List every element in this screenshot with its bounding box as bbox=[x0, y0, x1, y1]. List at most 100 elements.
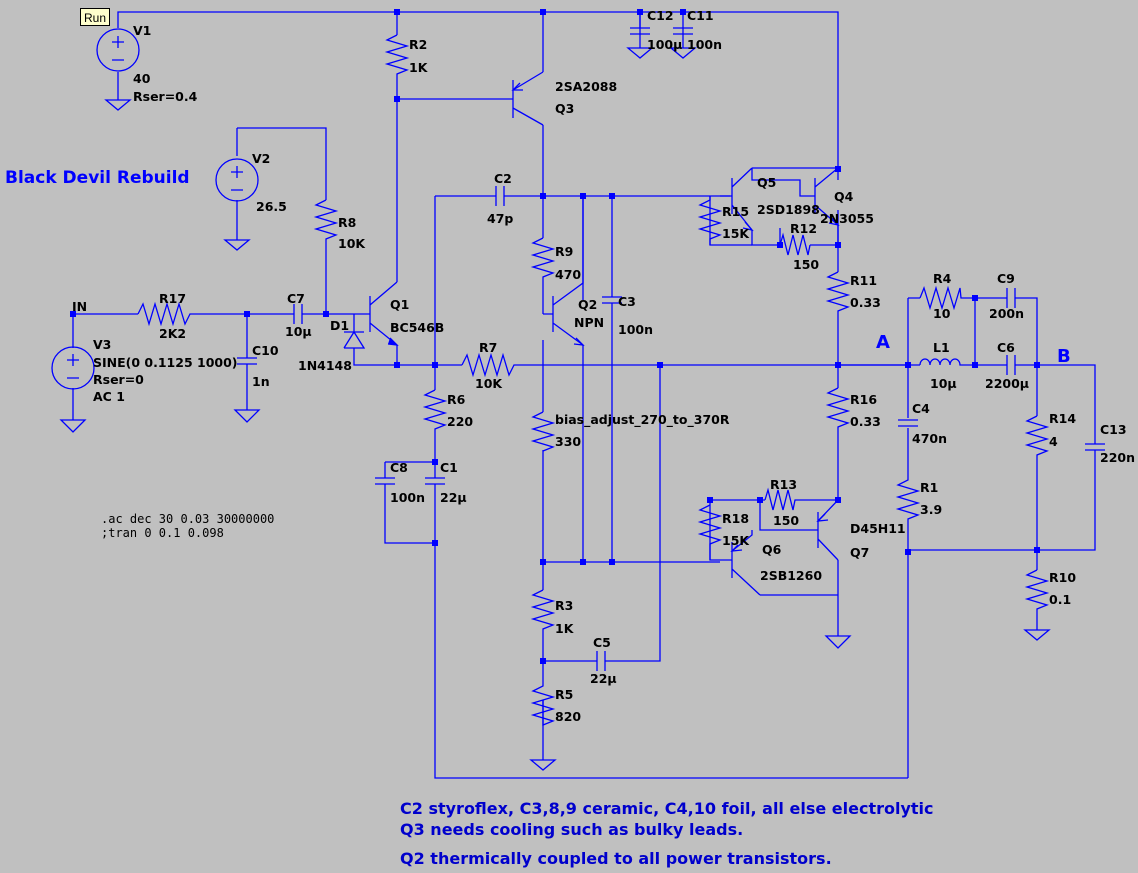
label-components-c13-name: C13 bbox=[1100, 422, 1127, 437]
label-components-c4-name: C4 bbox=[912, 401, 930, 416]
label-components-c9-name: C9 bbox=[997, 271, 1015, 286]
label-components-r13-value: 150 bbox=[773, 513, 799, 528]
node-label-b: B bbox=[1057, 346, 1071, 367]
resistor-r6 bbox=[422, 389, 448, 430]
resistor-r7 bbox=[461, 352, 515, 378]
capacitor-c4 bbox=[898, 419, 918, 427]
label-components-r1-value: 3.9 bbox=[920, 502, 942, 517]
label-components-c3-value: 100n bbox=[618, 322, 653, 337]
label-components-c10-value: 1n bbox=[252, 374, 270, 389]
resistors bbox=[137, 34, 1050, 726]
label-components-r9-name: R9 bbox=[555, 244, 573, 259]
source-v1[interactable] bbox=[96, 28, 140, 72]
label-components-q5-name: Q5 bbox=[757, 175, 776, 190]
spice-directive-ac: .ac dec 30 0.03 30000000 bbox=[101, 512, 274, 526]
label-components-r16-value: 0.33 bbox=[850, 414, 881, 429]
spice-directive-tran: ;tran 0 0.1 0.098 bbox=[101, 526, 224, 540]
label-components-c2-name: C2 bbox=[494, 171, 512, 186]
diode-d1 bbox=[343, 325, 366, 355]
label-components-rbias-name: bias_adjust_270_to_370R bbox=[555, 412, 730, 428]
label-components-c10-name: C10 bbox=[252, 343, 279, 358]
transistor-q6 bbox=[720, 530, 761, 596]
resistor-r1 bbox=[895, 472, 921, 520]
label-components-v1-extra: Rser=0.4 bbox=[133, 89, 198, 104]
resistor-r4 bbox=[919, 285, 965, 311]
label-components-r10-name: R10 bbox=[1049, 570, 1076, 585]
label-components-v1-name: V1 bbox=[133, 23, 151, 38]
label-components-d1-name: D1 bbox=[330, 318, 349, 333]
label-components-r13-name: R13 bbox=[770, 477, 797, 492]
label-components-c11-name: C11 bbox=[687, 8, 714, 23]
label-components-r17-name: R17 bbox=[159, 291, 186, 306]
label-components-c1-name: C1 bbox=[440, 460, 458, 475]
schematic-title: Black Devil Rebuild bbox=[5, 168, 190, 188]
resistor-r5 bbox=[530, 661, 556, 726]
label-components-q3-value: 2SA2088 bbox=[555, 79, 617, 94]
label-components-r3-name: R3 bbox=[555, 598, 573, 613]
transistor-q5 bbox=[720, 167, 754, 232]
label-components-r3-value: 1K bbox=[555, 621, 575, 636]
capacitor-c9 bbox=[1002, 288, 1020, 308]
resistor-r10 bbox=[1024, 569, 1050, 610]
label-components-v3-name: V3 bbox=[93, 337, 111, 352]
capacitor-c11 bbox=[673, 27, 693, 35]
label-components-q6-value: 2SB1260 bbox=[760, 568, 822, 583]
label-components-c4-value: 470n bbox=[912, 431, 947, 446]
label-components-r8-value: 10K bbox=[338, 236, 366, 251]
label-components-c6-name: C6 bbox=[997, 340, 1015, 355]
label-components-q4-value: 2N3055 bbox=[820, 211, 874, 226]
run-button[interactable]: Run bbox=[80, 8, 110, 26]
label-components-c5-value: 22µ bbox=[590, 671, 617, 686]
label-components-c5-name: C5 bbox=[593, 635, 611, 650]
resistor-rbias bbox=[530, 411, 556, 452]
resistor-r16 bbox=[825, 387, 851, 430]
label-components-r11-name: R11 bbox=[850, 273, 877, 288]
label-components-c12-value: 100µ bbox=[647, 37, 682, 52]
label-components-v3-extra2: AC 1 bbox=[93, 389, 125, 404]
capacitors bbox=[237, 12, 1105, 671]
capacitor-c3 bbox=[602, 295, 622, 313]
label-components-r12-name: R12 bbox=[790, 221, 817, 236]
label-components-r14-name: R14 bbox=[1049, 411, 1076, 426]
label-components-q7-value: D45H11 bbox=[850, 521, 906, 536]
label-components-r4-name: R4 bbox=[933, 271, 952, 286]
label-components-l1-name: L1 bbox=[933, 340, 950, 355]
label-components-c8-name: C8 bbox=[390, 460, 408, 475]
label-components-q1-name: Q1 bbox=[390, 297, 409, 312]
transistor-q3 bbox=[500, 71, 544, 126]
note-line-3: Q2 thermically coupled to all power tran… bbox=[400, 849, 832, 868]
label-components-r11-value: 0.33 bbox=[850, 295, 881, 310]
wires bbox=[72, 11, 1096, 779]
label-components-r5-name: R5 bbox=[555, 687, 573, 702]
label-components-d1-value: 1N4148 bbox=[298, 358, 352, 373]
label-components-r12-value: 150 bbox=[793, 257, 819, 272]
note-line-2: Q3 needs cooling such as bulky leads. bbox=[400, 820, 743, 839]
label-components-r10-value: 0.1 bbox=[1049, 592, 1071, 607]
label-components-c13-value: 220n bbox=[1100, 450, 1135, 465]
label-components-r9-value: 470 bbox=[555, 267, 581, 282]
label-components-q5-value: 2SD1898 bbox=[757, 202, 820, 217]
label-components-r4-value: 10 bbox=[933, 306, 951, 321]
label-components-v3-value: SINE(0 0.1125 1000) bbox=[93, 355, 238, 370]
inductor-l1 bbox=[919, 358, 965, 366]
source-v2[interactable] bbox=[215, 158, 259, 202]
resistor-r13 bbox=[764, 487, 800, 511]
capacitor-c6 bbox=[1003, 355, 1020, 375]
label-components-v2-value: 26.5 bbox=[256, 199, 287, 214]
label-components-r15-value: 15K bbox=[722, 226, 750, 241]
transistor-q1 bbox=[362, 281, 399, 346]
resistor-r14 bbox=[1024, 415, 1050, 458]
source-v3[interactable] bbox=[51, 346, 95, 390]
label-components-c9-value: 200n bbox=[989, 306, 1024, 321]
label-components-r2-name: R2 bbox=[409, 37, 427, 52]
transistor-q4 bbox=[751, 167, 840, 245]
label-components-q4-name: Q4 bbox=[834, 189, 854, 204]
label-components-r7-name: R7 bbox=[479, 340, 497, 355]
label-components-r6-name: R6 bbox=[447, 392, 466, 407]
label-components-c11-value: 100n bbox=[687, 37, 722, 52]
label-components-r17-value: 2K2 bbox=[159, 326, 186, 341]
label-components-q1-value: BC546B bbox=[390, 320, 444, 335]
resistor-r15 bbox=[697, 196, 723, 245]
